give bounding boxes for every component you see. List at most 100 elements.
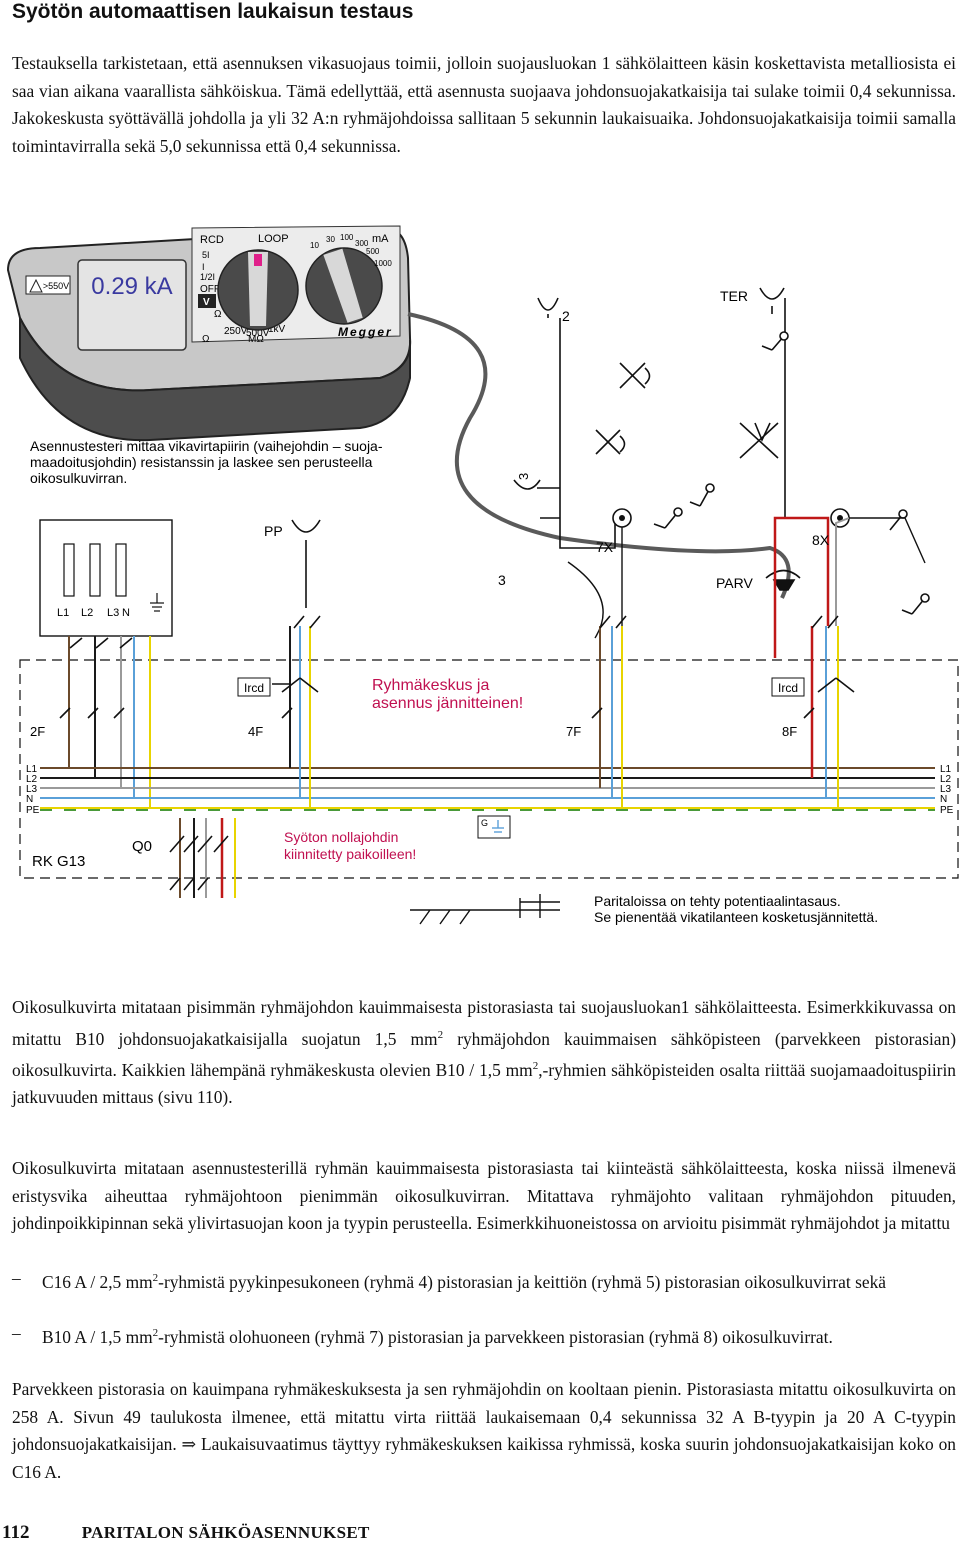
list-dash: – <box>12 1323 21 1343</box>
breaker-2f-icon <box>59 707 125 719</box>
meter-display: 0.29 kA <box>91 273 172 300</box>
meter-loop-label: LOOP <box>258 233 289 245</box>
page-heading: Syötön automaattisen laukaisun testaus <box>12 0 414 23</box>
paragraph-measurement: Oikosulkuvirta mitataan pisimmän ryhmäjo… <box>12 994 956 1112</box>
cabinet-l1: L1 <box>57 607 69 619</box>
label-2: 2 <box>562 308 570 324</box>
superscript: 2 <box>437 1028 444 1041</box>
superscript: 2 <box>152 1272 159 1284</box>
label-g: G <box>481 818 488 828</box>
ma-tick: 10 <box>310 241 319 250</box>
bonding-note: Paritaloissa on tehty potentiaalintasaus… <box>594 893 878 925</box>
meter-ohm-label: Ω <box>214 309 222 320</box>
ircd-label-b: Ircd <box>778 681 798 695</box>
page-footer: 112 PARITALON SÄHKÖASENNUKSET <box>2 1522 370 1544</box>
feeder-conductors <box>68 636 151 808</box>
list-item: – B10 A / 1,5 mm2-ryhmistä olohuoneen (r… <box>12 1320 956 1351</box>
meter-v-label: V <box>203 297 210 308</box>
socket-parv-icon <box>765 569 801 579</box>
bus-label: L1 <box>940 764 952 775</box>
text-run: ,-ryhmien sähköpisteiden osalta riittää … <box>12 1059 956 1108</box>
meter-ihalf-label: 1/2I <box>200 272 215 282</box>
supply-conductors <box>179 818 236 898</box>
meter-cabinet: L1 L2 L3 N <box>39 519 173 637</box>
socket-symbols <box>291 287 801 608</box>
neutral-warning-line: Syöton nollajohdin <box>284 829 398 845</box>
socket-ter-icon <box>759 287 785 300</box>
range-selector-knob[interactable] <box>305 247 383 325</box>
breaker-symbols <box>59 615 855 719</box>
cabinet-n: N <box>122 607 130 619</box>
paragraph-conclusion: Parvekkeen pistorasia on kauimpana ryhmä… <box>12 1376 956 1486</box>
group-conductors <box>289 626 839 808</box>
label-8f: 8F <box>782 724 797 739</box>
text-run: -ryhmistä pyykinpesukoneen (ryhmä 4) pis… <box>158 1271 886 1292</box>
megger-tester: 0.29 kA >550V RCD LOOP mA 5I I 1/2I OFF … <box>6 225 412 442</box>
meter-ma-label: mA <box>372 233 389 245</box>
lamp-cross-2-icon <box>595 429 626 455</box>
implies-arrow-icon: ⇒ <box>181 1434 197 1454</box>
upper-wiring <box>537 298 786 549</box>
meter-brand: Megger <box>338 325 393 339</box>
label-pp: PP <box>264 523 283 539</box>
text-run: C16 A / 2,5 mm <box>42 1271 153 1292</box>
ma-tick: 1000 <box>374 259 392 268</box>
neutral-warning: Syöton nollajohdin kiinnitetty paikoille… <box>284 829 416 862</box>
ircd-label-a: Ircd <box>244 681 264 695</box>
isolator-icon <box>69 637 133 649</box>
ground-terminal: G <box>477 815 511 839</box>
bonding-note-line: Se pienentää vikatilanteen kosketusjänni… <box>594 909 878 925</box>
list-item-text: B10 A / 1,5 mm2-ryhmistä olohuoneen (ryh… <box>42 1320 956 1351</box>
breaker-labels: 2F 4F 7F 8F <box>30 724 797 739</box>
rcd-8-icon <box>817 677 855 693</box>
meter-test-lead <box>407 312 791 599</box>
meter-off-label: OFF <box>200 284 220 295</box>
distribution-panel <box>19 659 959 879</box>
warning-triangle-icon <box>29 278 43 293</box>
ma-tick: 500 <box>366 247 380 256</box>
lamp-symbols <box>595 362 779 459</box>
text-run: -ryhmistä olohuoneen (ryhmä 7) pistorasi… <box>158 1326 833 1347</box>
text-run: Laukaisuvaatimus täyttyy ryhmäkeskuksen … <box>12 1434 956 1482</box>
breaker-7f-icon <box>591 707 603 719</box>
breaker-4f-icon <box>281 707 293 719</box>
text-run: B10 A / 1,5 mm <box>42 1326 153 1347</box>
label-parv: PARV <box>716 575 753 591</box>
label-7x: 7X <box>596 539 614 555</box>
bus-label: L1 <box>26 764 38 775</box>
paragraph-method: Oikosulkuvirta mitataan asennustesterill… <box>12 1158 956 1233</box>
neutral-warning-line: kiinnitetty paikoilleen! <box>284 846 416 862</box>
ground-icon <box>492 820 504 833</box>
cabinet-l2: L2 <box>81 607 93 619</box>
label-ter: TER <box>720 288 748 304</box>
page-number: 112 <box>2 1522 30 1543</box>
label-7f: 7F <box>566 724 581 739</box>
meter-250v-label: 250V <box>224 326 248 337</box>
switch-8-icon <box>811 615 839 629</box>
text-run: Parvekkeen pistorasia on kauimpana ryhmä… <box>12 1379 956 1454</box>
lamp-cross-1-icon <box>619 362 651 389</box>
bus-label: L2 <box>26 774 38 785</box>
measured-fault-loop <box>773 516 830 658</box>
equipotential-bonding <box>410 894 560 925</box>
rcd-labels: Ircd Ircd <box>237 677 805 697</box>
label-q0: Q0 <box>132 838 152 855</box>
lamp-cross-3-icon <box>739 422 779 459</box>
meter-caption-line: maadoitusjohdin) resistanssin ja laskee … <box>30 454 373 470</box>
ma-tick: 100 <box>340 233 354 242</box>
meter-1kv-label: 1kV <box>268 324 286 335</box>
text-run: Oikosulkuvirta mitataan pisimmän ryhmäjo… <box>12 997 956 1049</box>
function-selector-knob[interactable] <box>217 249 299 331</box>
meter-caption-line: Asennustesteri mittaa vikavirtapiirin (v… <box>30 438 383 454</box>
main-switch-icon <box>169 835 229 891</box>
label-3a: 3 <box>516 473 531 480</box>
label-rk: RK G13 <box>32 853 85 870</box>
bus-bars <box>40 767 935 811</box>
live-warning: Ryhmäkeskus ja asennus jännitteinen! <box>372 677 523 712</box>
label-4f: 4F <box>248 724 263 739</box>
bus-label: L2 <box>940 774 952 785</box>
socket-2-icon <box>537 297 559 311</box>
socket-3a-icon <box>513 479 541 490</box>
circuit-labels: TER 2 3 3 PP 7X 8X PARV <box>264 288 830 591</box>
meter-caption: Asennustesteri mittaa vikavirtapiirin (v… <box>30 438 383 486</box>
